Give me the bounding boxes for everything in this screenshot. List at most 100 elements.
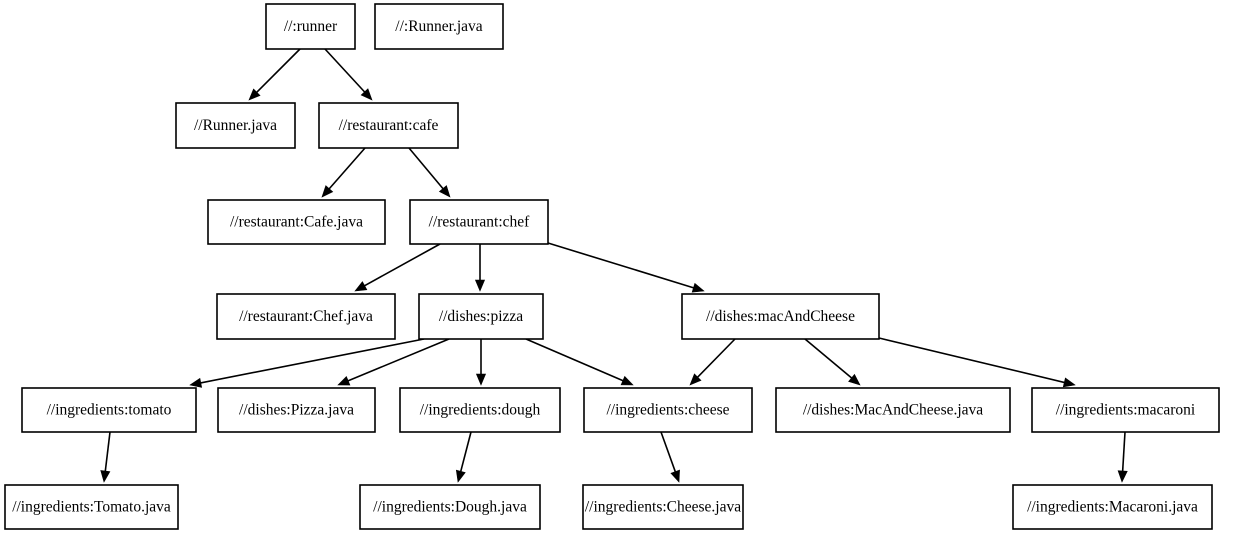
node-label: //ingredients:Macaroni.java bbox=[1027, 499, 1198, 516]
edge-dishes_pizza-to-ingredients_cheese bbox=[525, 338, 634, 386]
node-box[interactable] bbox=[265, 3, 356, 50]
arrowhead-icon bbox=[100, 470, 111, 483]
node-box[interactable] bbox=[4, 484, 179, 530]
node-box[interactable] bbox=[582, 484, 744, 530]
graph-node-ingredients_tomato[interactable]: //ingredients:tomato bbox=[21, 387, 197, 433]
graph-node-dishes_pizza[interactable]: //dishes:pizza bbox=[418, 293, 544, 340]
edge-restaurant_chef-to-dishes_macandcheese bbox=[547, 242, 705, 293]
node-box[interactable] bbox=[681, 293, 880, 340]
graph-node-runner_java[interactable]: //Runner.java bbox=[175, 102, 296, 149]
node-box[interactable] bbox=[1031, 387, 1220, 433]
node-label: //:runner bbox=[284, 18, 338, 35]
edge-line bbox=[408, 147, 445, 191]
graph-node-restaurant_chef[interactable]: //restaurant:chef bbox=[409, 199, 549, 245]
node-box[interactable] bbox=[409, 199, 549, 245]
edge-dishes_pizza-to-dishes_pizza_java bbox=[337, 338, 450, 386]
arrowhead-icon bbox=[455, 469, 466, 483]
edge-runner-to-restaurant_cafe bbox=[324, 48, 373, 101]
edge-line bbox=[660, 431, 677, 474]
graph-node-dishes_macandcheese[interactable]: //dishes:macAndCheese bbox=[681, 293, 880, 340]
node-label: //dishes:MacAndCheese.java bbox=[803, 402, 983, 419]
edge-line bbox=[362, 243, 441, 288]
node-box[interactable] bbox=[775, 387, 1011, 433]
edge-line bbox=[878, 337, 1066, 384]
arrowhead-icon bbox=[670, 469, 680, 483]
edge-restaurant_chef-to-restaurant_chef_java bbox=[354, 243, 441, 292]
edge-ingredients_macaroni-to-ingredients_macaroni_java bbox=[1117, 431, 1128, 483]
graph-node-ingredients_macaroni_java[interactable]: //ingredients:Macaroni.java bbox=[1012, 484, 1213, 530]
edge-dishes_macandcheese-to-ingredients_cheese bbox=[689, 338, 736, 386]
graph-node-ingredients_dough[interactable]: //ingredients:dough bbox=[399, 387, 561, 433]
graph-node-ingredients_macaroni[interactable]: //ingredients:macaroni bbox=[1031, 387, 1220, 433]
graph-node-ingredients_tomato_java[interactable]: //ingredients:Tomato.java bbox=[4, 484, 179, 530]
graph-node-ingredients_dough_java[interactable]: //ingredients:Dough.java bbox=[359, 484, 541, 530]
node-box[interactable] bbox=[175, 102, 296, 149]
node-box[interactable] bbox=[374, 3, 504, 50]
edge-restaurant_cafe-to-restaurant_cafe_java bbox=[321, 147, 366, 198]
node-label: //ingredients:Tomato.java bbox=[12, 499, 171, 516]
graph-node-ingredients_cheese[interactable]: //ingredients:cheese bbox=[583, 387, 753, 433]
graph-node-root_runner_java[interactable]: //:Runner.java bbox=[374, 3, 504, 50]
node-label: //ingredients:macaroni bbox=[1056, 402, 1196, 419]
edge-line bbox=[696, 338, 736, 379]
edge-line bbox=[104, 431, 111, 473]
node-box[interactable] bbox=[418, 293, 544, 340]
arrowhead-icon bbox=[360, 88, 373, 101]
arrowhead-icon bbox=[438, 185, 451, 198]
edge-line bbox=[547, 242, 696, 289]
arrowhead-icon bbox=[248, 88, 261, 101]
node-box[interactable] bbox=[318, 102, 459, 149]
edge-line bbox=[346, 338, 450, 383]
edge-ingredients_cheese-to-ingredients_cheese_java bbox=[660, 431, 680, 483]
arrowhead-icon bbox=[337, 376, 351, 386]
edge-ingredients_dough-to-ingredients_dough_java bbox=[455, 431, 472, 483]
edge-line bbox=[1121, 431, 1126, 473]
arrowhead-icon bbox=[189, 377, 203, 388]
arrowhead-icon bbox=[321, 185, 334, 198]
edge-dishes_macandcheese-to-ingredients_macaroni bbox=[878, 337, 1076, 388]
edge-line bbox=[199, 338, 425, 384]
node-box[interactable] bbox=[216, 293, 396, 340]
arrowhead-icon bbox=[620, 375, 634, 386]
node-box[interactable] bbox=[207, 199, 386, 245]
node-label: //restaurant:Cafe.java bbox=[230, 214, 363, 231]
node-box[interactable] bbox=[583, 387, 753, 433]
graph-node-dishes_macandcheese_java[interactable]: //dishes:MacAndCheese.java bbox=[775, 387, 1011, 433]
node-label: //dishes:Pizza.java bbox=[239, 402, 354, 419]
graph-node-restaurant_cafe[interactable]: //restaurant:cafe bbox=[318, 102, 459, 149]
graph-node-restaurant_cafe_java[interactable]: //restaurant:Cafe.java bbox=[207, 199, 386, 245]
node-label: //Runner.java bbox=[194, 117, 277, 134]
edge-line bbox=[255, 48, 301, 94]
graph-node-restaurant_chef_java[interactable]: //restaurant:Chef.java bbox=[216, 293, 396, 340]
node-label: //ingredients:Cheese.java bbox=[585, 499, 741, 516]
edge-restaurant_chef-to-dishes_pizza bbox=[474, 244, 486, 292]
edge-line bbox=[459, 431, 472, 474]
node-box[interactable] bbox=[21, 387, 197, 433]
node-box[interactable] bbox=[359, 484, 541, 530]
node-label: //ingredients:tomato bbox=[47, 402, 172, 419]
edge-dishes_macandcheese-to-dishes_macandcheese_java bbox=[804, 338, 861, 386]
edge-layer bbox=[100, 48, 1128, 483]
graph-node-ingredients_cheese_java[interactable]: //ingredients:Cheese.java bbox=[582, 484, 744, 530]
edge-line bbox=[324, 48, 367, 94]
arrowhead-icon bbox=[1117, 470, 1128, 483]
edge-ingredients_tomato-to-ingredients_tomato_java bbox=[100, 431, 111, 483]
arrowhead-icon bbox=[475, 373, 487, 386]
node-label: //restaurant:cafe bbox=[339, 117, 439, 134]
arrowhead-icon bbox=[354, 281, 368, 292]
edge-dishes_pizza-to-ingredients_tomato bbox=[189, 338, 425, 388]
edge-line bbox=[804, 338, 854, 380]
graph-node-dishes_pizza_java[interactable]: //dishes:Pizza.java bbox=[217, 387, 376, 433]
graph-node-runner[interactable]: //:runner bbox=[265, 3, 356, 50]
node-box[interactable] bbox=[399, 387, 561, 433]
node-label: //ingredients:Dough.java bbox=[373, 499, 527, 516]
arrowhead-icon bbox=[1062, 377, 1076, 388]
node-box[interactable] bbox=[1012, 484, 1213, 530]
node-label: //ingredients:dough bbox=[420, 402, 541, 419]
edge-line bbox=[327, 147, 366, 191]
node-box[interactable] bbox=[217, 387, 376, 433]
node-label: //dishes:pizza bbox=[439, 308, 523, 325]
node-layer: //:runner //:Runner.java //Runner.java //re… bbox=[4, 3, 1220, 530]
